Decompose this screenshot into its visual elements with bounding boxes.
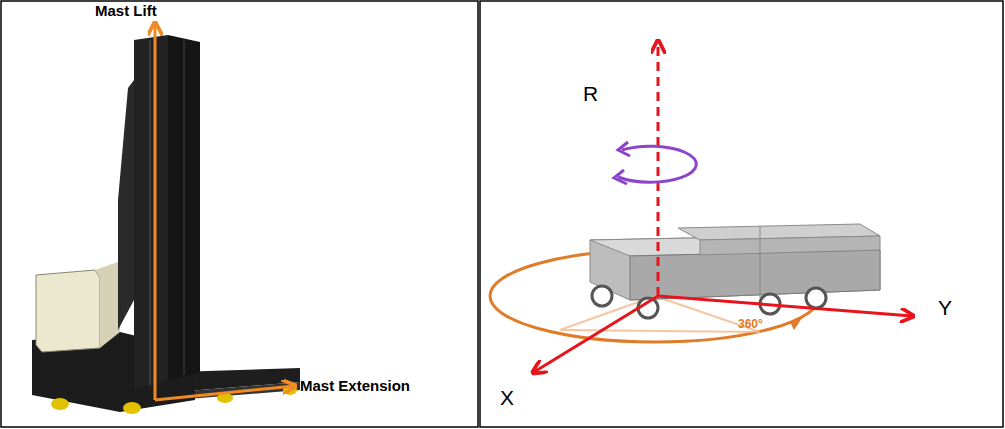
lift-arrow [154,24,157,400]
axis-label: Mast Extension [300,377,410,394]
x-axis [534,296,658,372]
panel-frame [480,1,1003,427]
axis-label: Mast Lift [95,2,157,19]
extension-arrow [155,386,294,400]
panel-frame [1,1,478,427]
y-axis [658,296,912,316]
mast-machine [32,35,300,414]
rotation-arrow [614,142,696,184]
angle-label: 360° [738,318,763,332]
rotation-label: R [583,82,598,106]
axis-label: X [500,386,514,410]
axis-label: Y [938,296,952,320]
vehicle [590,224,880,318]
z-axis [657,42,660,296]
